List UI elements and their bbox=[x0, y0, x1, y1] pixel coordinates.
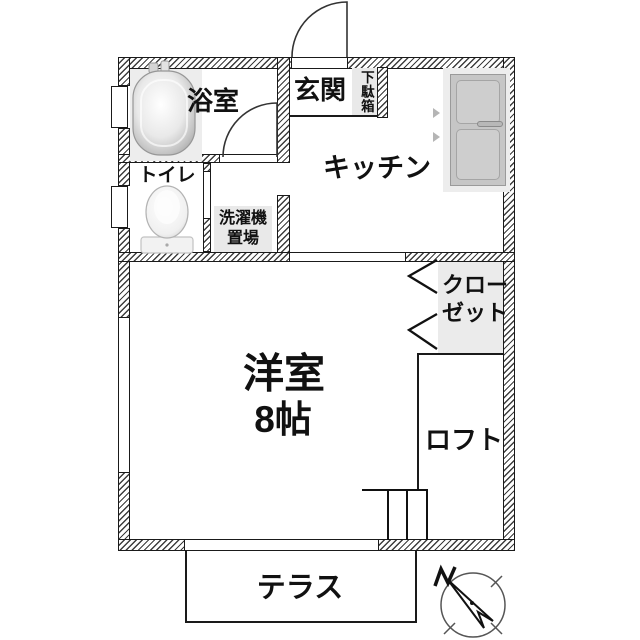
toilet-window bbox=[111, 186, 128, 228]
wall-bottom-left bbox=[118, 539, 185, 551]
wall-bathroom-right bbox=[277, 57, 290, 163]
loft-label: ロフト bbox=[424, 424, 504, 455]
entrance-label: 玄関 bbox=[293, 74, 347, 105]
main-room-label: 洋室 bbox=[243, 350, 325, 397]
bathtub-icon bbox=[132, 60, 196, 156]
wall-toilet-stub-bottom bbox=[203, 218, 211, 252]
wall-left-d bbox=[118, 472, 130, 551]
wall-left-c bbox=[118, 228, 130, 318]
kitchen-room-opening bbox=[290, 252, 405, 262]
entrance-door-swing-icon bbox=[291, 1, 348, 58]
shoe-cabinet-label: 下駄箱 bbox=[358, 70, 374, 114]
closet-line1: クロー bbox=[441, 272, 509, 298]
toilet-door bbox=[203, 172, 211, 218]
refrigerator-handle bbox=[477, 121, 503, 127]
bathroom-label: 浴室 bbox=[186, 85, 240, 116]
wall-toilet-stub-top bbox=[203, 163, 211, 172]
laundry-line1: 洗濯機 bbox=[218, 210, 268, 227]
wall-left-a bbox=[118, 57, 130, 86]
genkan-step-line bbox=[290, 115, 377, 117]
shoe-cabinet-box bbox=[352, 68, 377, 117]
closet-line2: ゼット bbox=[441, 300, 509, 325]
wall-bottom-right bbox=[378, 539, 515, 551]
laundry-space-box bbox=[214, 206, 272, 252]
wall-closet-top bbox=[405, 252, 515, 262]
bathroom-window bbox=[111, 86, 128, 128]
toilet-icon bbox=[140, 185, 194, 254]
terrace-outline bbox=[185, 551, 417, 623]
closet-floor bbox=[438, 262, 503, 353]
refrigerator-top-door bbox=[456, 80, 500, 124]
loft-edge-left bbox=[417, 353, 419, 491]
wall-hall-right bbox=[277, 195, 290, 262]
closet-folding-door-icon bbox=[406, 259, 438, 294]
laundry-space-label: 洗濯機 置場 bbox=[219, 209, 267, 249]
main-room-window bbox=[118, 318, 130, 472]
toilet-label: トイレ bbox=[138, 165, 196, 187]
bathroom-door-swing-icon bbox=[222, 102, 278, 158]
closet-label: クロー ゼット bbox=[442, 272, 508, 327]
north-letter-icon bbox=[433, 564, 457, 588]
refrigerator-bottom-door bbox=[456, 129, 500, 180]
bathroom-door-threshold bbox=[220, 154, 277, 163]
refrigerator-arrow-icon bbox=[433, 108, 440, 142]
main-room-size-label: 8帖 bbox=[254, 398, 312, 440]
terrace-label: テラス bbox=[256, 571, 344, 604]
entrance-door-opening bbox=[292, 57, 347, 69]
wall-top-right bbox=[347, 57, 515, 69]
kitchen-label: キッチン bbox=[323, 153, 431, 184]
wall-mid-horizontal bbox=[118, 252, 290, 262]
closet-folding-door-icon bbox=[406, 313, 438, 350]
loft-edge-top bbox=[417, 353, 503, 355]
terrace-window-opening bbox=[185, 539, 378, 551]
wall-shoe-cabinet bbox=[377, 67, 388, 118]
laundry-line2: 置場 bbox=[226, 230, 260, 247]
loft-ladder-icon bbox=[362, 489, 428, 540]
compass-rose-icon bbox=[433, 564, 506, 638]
